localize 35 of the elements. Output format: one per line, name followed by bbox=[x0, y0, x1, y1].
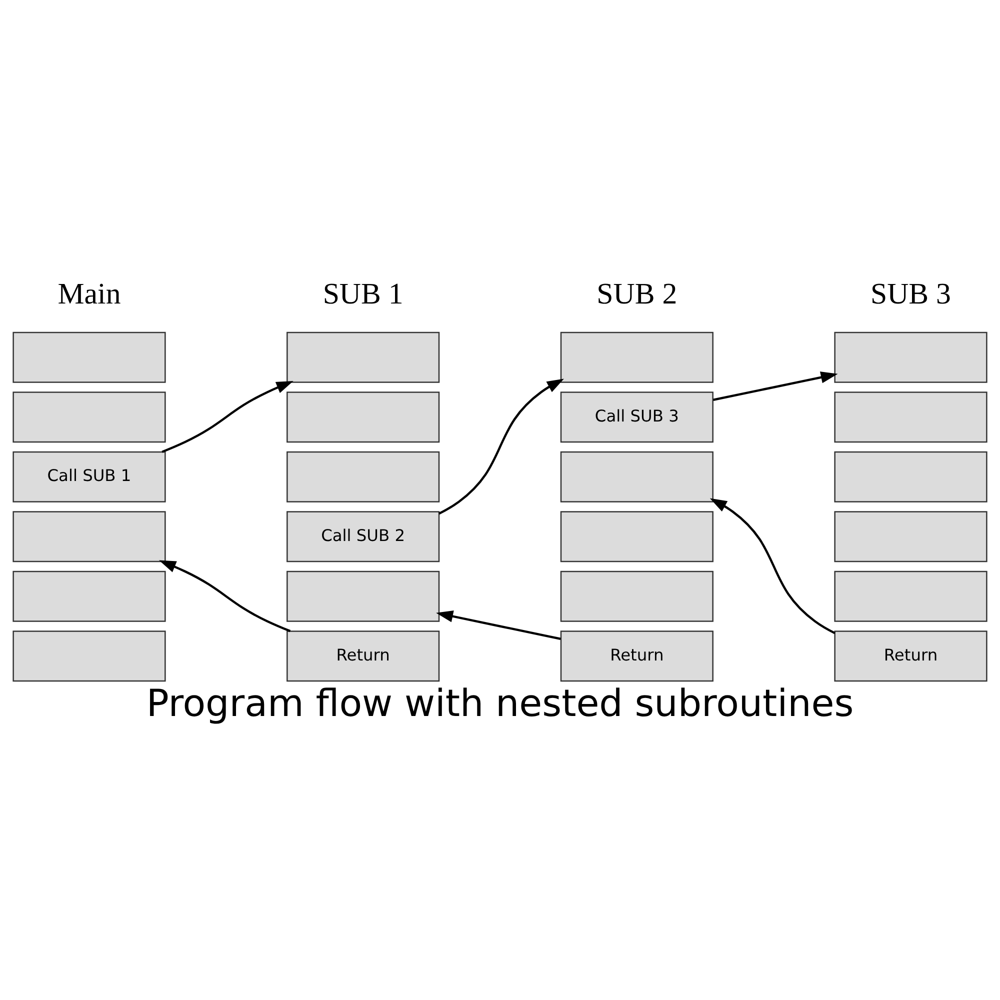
node-box: Return bbox=[560, 630, 714, 682]
arrow bbox=[158, 560, 291, 632]
node-box bbox=[12, 510, 166, 562]
node-box bbox=[834, 510, 988, 562]
node-box bbox=[286, 570, 440, 622]
node-box: Call SUB 2 bbox=[286, 510, 440, 562]
diagram-title: Program flow with nested subroutines bbox=[146, 680, 854, 724]
node-box: Call SUB 1 bbox=[12, 450, 166, 502]
node-box bbox=[286, 331, 440, 382]
node-box bbox=[560, 510, 714, 562]
arrow bbox=[162, 380, 294, 452]
node-box bbox=[834, 391, 988, 442]
arrow bbox=[436, 610, 561, 640]
label: SUB 2 bbox=[596, 276, 678, 310]
node-box: Return bbox=[834, 630, 988, 682]
node-box bbox=[834, 450, 988, 502]
node-box bbox=[560, 331, 714, 382]
label: SUB 1 bbox=[322, 276, 404, 310]
node-box bbox=[560, 570, 714, 622]
arrow bbox=[710, 498, 836, 634]
node-box bbox=[12, 391, 166, 442]
node-box bbox=[12, 331, 166, 382]
node-box bbox=[12, 570, 166, 622]
node-box bbox=[834, 331, 988, 382]
node-box: Return bbox=[286, 630, 440, 682]
node-box bbox=[286, 391, 440, 442]
node-box bbox=[286, 450, 440, 502]
node-box bbox=[12, 630, 166, 682]
label: Main bbox=[58, 276, 121, 310]
arrow bbox=[438, 378, 564, 514]
label: SUB 3 bbox=[870, 276, 952, 310]
node-box: Call SUB 3 bbox=[560, 391, 714, 442]
arrow bbox=[713, 371, 838, 400]
node-box bbox=[560, 450, 714, 502]
node-box bbox=[834, 570, 988, 622]
